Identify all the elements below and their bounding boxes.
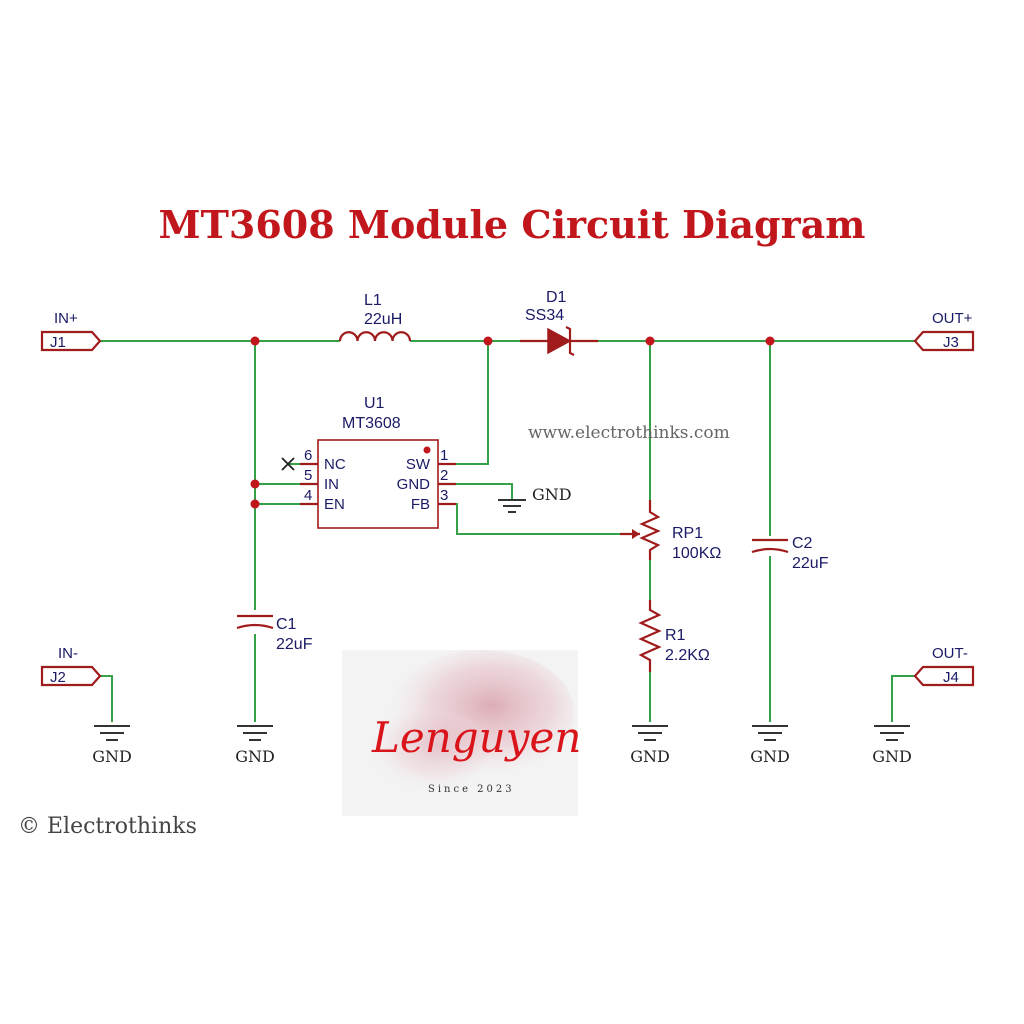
l1-value: 22uH	[364, 311, 402, 328]
ground-symbol-j2: GND	[92, 725, 132, 766]
ground-symbol-j4: GND	[872, 725, 912, 766]
ground-symbol-ic: GND	[498, 485, 572, 513]
pin-num-en: 4	[304, 487, 312, 504]
diode-d1: D1 SS34	[520, 289, 598, 356]
ground-label-c1: GND	[235, 747, 275, 766]
pin-num-in: 5	[304, 467, 312, 484]
j4-net-label: OUT-	[932, 645, 968, 662]
l1-ref: L1	[364, 292, 382, 309]
j3-net-label: OUT+	[932, 310, 973, 327]
c2-ref: C2	[792, 535, 813, 552]
ground-label-j2: GND	[92, 747, 132, 766]
rp1-ref: RP1	[672, 525, 703, 542]
d1-ref: D1	[546, 289, 567, 306]
pin-name-fb: FB	[411, 496, 430, 513]
j1-ref: J1	[50, 334, 66, 351]
c1-value: 22uF	[276, 636, 313, 653]
pin-name-en: EN	[324, 496, 345, 513]
j4-ref: J4	[943, 669, 959, 686]
d1-value: SS34	[525, 307, 564, 324]
u1-ref: U1	[364, 395, 385, 412]
c2-value: 22uF	[792, 555, 829, 572]
junctions	[250, 336, 775, 509]
no-connect-icon	[281, 457, 295, 471]
potentiometer-rp1: RP1 100KΩ	[620, 500, 721, 562]
pin-num-sw: 1	[440, 447, 448, 464]
connector-j1: IN+ J1	[40, 310, 102, 352]
ground-label-c2: GND	[750, 747, 790, 766]
r1-value: 2.2KΩ	[665, 647, 710, 664]
pin-name-sw: SW	[406, 456, 431, 473]
ground-label-j4: GND	[872, 747, 912, 766]
ground-symbol-c2: GND	[750, 725, 790, 766]
pin-name-gnd: GND	[397, 476, 431, 493]
connector-j2: IN- J2	[40, 645, 102, 687]
diagram-title: MT3608 Module Circuit Diagram	[159, 202, 866, 247]
ground-label-ic: GND	[532, 485, 572, 504]
capacitor-c2: C2 22uF	[751, 535, 829, 572]
j3-ref: J3	[943, 334, 959, 351]
pin-num-gnd: 2	[440, 467, 448, 484]
pin-name-in: IN	[324, 476, 339, 493]
logo-tagline: Since 2023	[428, 784, 515, 795]
ground-label-r1: GND	[630, 747, 670, 766]
ic-u1: U1 MT3608 6 5 4 NC IN EN 1 2 3 SW GND FB	[281, 395, 456, 529]
j1-net-label: IN+	[54, 310, 78, 327]
connector-j3: OUT+ J3	[913, 310, 975, 352]
c1-ref: C1	[276, 616, 297, 633]
j2-net-label: IN-	[58, 645, 78, 662]
website-watermark: www.electrothinks.com	[528, 423, 730, 443]
ground-symbol-r1: GND	[630, 725, 670, 766]
copyright-text: © Electrothinks	[18, 814, 197, 839]
ground-symbol-c1: GND	[235, 725, 275, 766]
logo-overlay: Lenguyen Since 2023	[342, 650, 581, 816]
u1-value: MT3608	[342, 415, 401, 432]
inductor-l1: L1 22uH	[338, 292, 412, 342]
capacitor-c1: C1 22uF	[236, 614, 313, 653]
pin-num-fb: 3	[440, 487, 448, 504]
connector-j4: OUT- J4	[913, 645, 975, 687]
pin-num-nc: 6	[304, 447, 312, 464]
rp1-value: 100KΩ	[672, 545, 721, 562]
pin-name-nc: NC	[324, 456, 346, 473]
r1-ref: R1	[665, 627, 686, 644]
j2-ref: J2	[50, 669, 66, 686]
resistor-r1: R1 2.2KΩ	[638, 600, 710, 672]
logo-signature: Lenguyen	[371, 713, 581, 762]
